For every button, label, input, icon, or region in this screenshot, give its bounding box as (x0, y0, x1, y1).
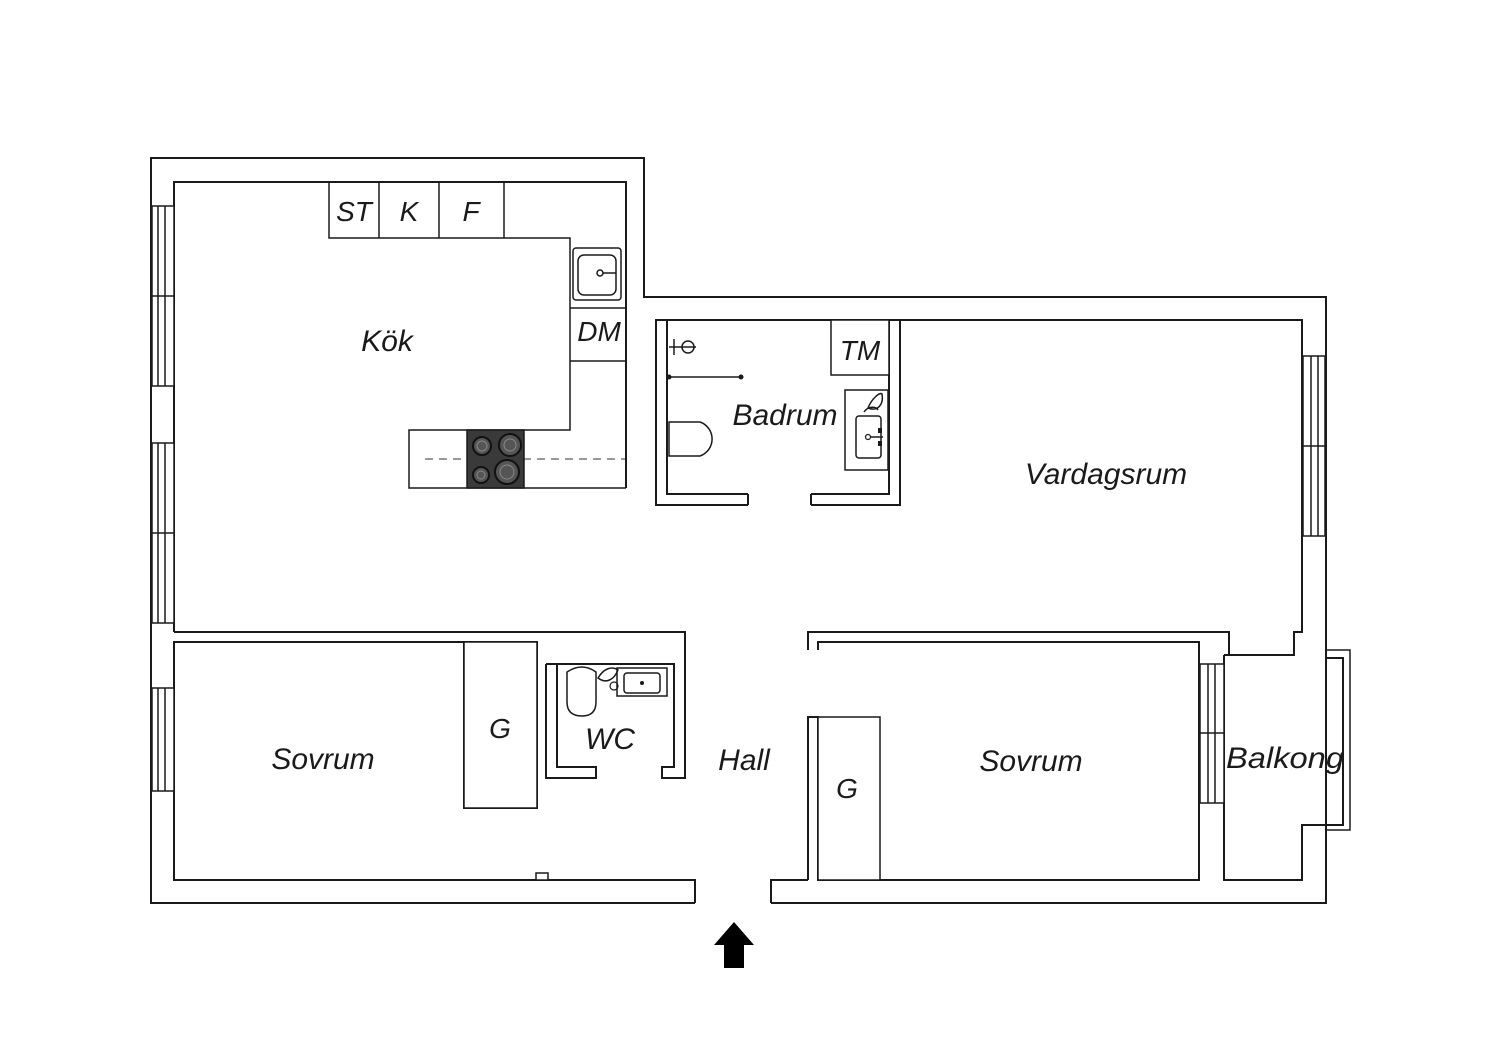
shower (666, 339, 744, 380)
balcony-label: Balkong (1226, 742, 1344, 775)
freezer-label: F (462, 196, 481, 227)
fridge-label: K (400, 196, 420, 227)
stove (466, 429, 525, 489)
toilet-label: WC (585, 723, 635, 756)
arrow-up-icon (714, 922, 754, 968)
sink (572, 247, 622, 301)
wardrobe-left-label: G (489, 713, 511, 744)
windows-right (1302, 355, 1326, 537)
living-room-walls (900, 319, 1303, 656)
washing-machine-label: TM (840, 335, 881, 366)
kitchen-counter (328, 182, 626, 489)
outer-walls (150, 157, 1327, 904)
hall-label: Hall (718, 744, 771, 777)
wardrobe-right-label: G (836, 773, 858, 804)
living-room-label: Vardagsrum (1025, 458, 1187, 491)
wc-fixtures (566, 666, 668, 717)
kitchen-label: Kök (361, 325, 415, 358)
bathroom-basin (844, 389, 889, 471)
bathroom-label: Badrum (732, 399, 837, 432)
stove-cabinet-label: ST (336, 196, 374, 227)
windows-left (151, 205, 175, 792)
bathroom-walls (655, 319, 901, 506)
bedroom-left-label: Sovrum (271, 743, 374, 776)
bathroom-toilet (668, 421, 713, 457)
hall-walls (174, 631, 1230, 881)
wardrobes (463, 641, 881, 881)
balcony-structure (1199, 649, 1351, 881)
dishwasher-label: DM (577, 316, 621, 347)
bedroom-right-label: Sovrum (979, 745, 1082, 778)
